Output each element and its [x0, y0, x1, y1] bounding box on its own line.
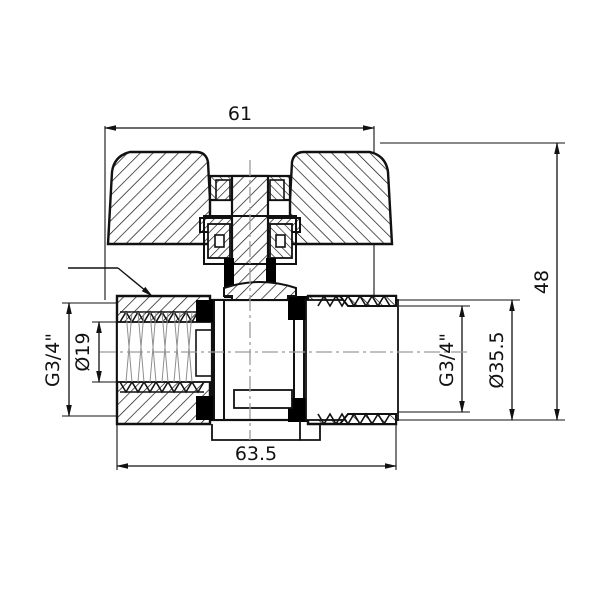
dim-label-63-5: 63.5 [235, 443, 277, 465]
stem-oring-right [266, 258, 276, 298]
inlet-thread-bottom [119, 380, 205, 394]
body-step-detail [299, 420, 321, 441]
dimension-lines [66, 125, 560, 469]
inlet-shoulder [195, 329, 213, 377]
gland-groove-left [214, 234, 225, 248]
inlet-thread-flanks [125, 311, 193, 383]
nut-thread-left [215, 179, 231, 201]
butterfly-handle-right [288, 150, 394, 246]
outlet-thread-bottom [317, 412, 391, 426]
body-lower-edge [211, 424, 300, 441]
centerlines [100, 160, 470, 440]
ball-lower-face [233, 389, 293, 409]
body-leader-line [68, 267, 153, 297]
dim-label-g34-right: G3/4" [436, 333, 458, 387]
stem-oring-left [224, 258, 234, 298]
dim-label-g34-left: G3/4" [42, 333, 64, 387]
dim-label-48: 48 [531, 270, 553, 294]
dim-label-d19: Ø19 [72, 332, 94, 371]
gland-groove-right [275, 234, 286, 248]
dim-label-d35-5: Ø35.5 [486, 331, 508, 388]
seat-ring-left [213, 299, 225, 421]
packing-gland [203, 215, 297, 265]
dim-label-61: 61 [228, 103, 252, 125]
butterfly-handle-left [106, 150, 212, 246]
valve-ball [223, 281, 297, 301]
nut-thread-right [269, 179, 285, 201]
outlet-thread-top [317, 294, 391, 308]
outlet-bore [305, 299, 399, 421]
